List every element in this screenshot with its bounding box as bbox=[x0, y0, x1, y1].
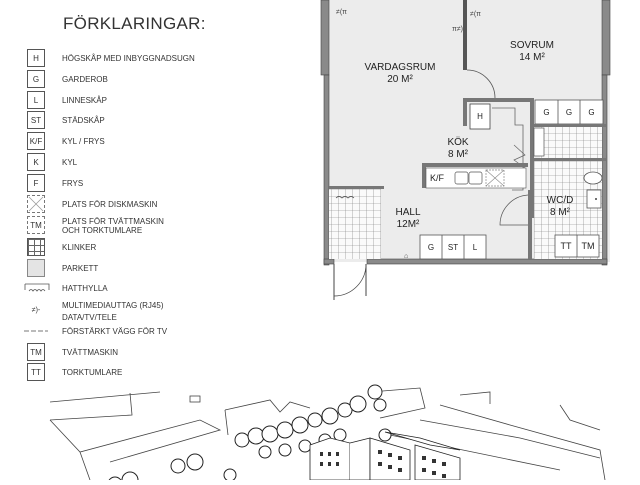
floor-plan: ≠(π ≠(π π≠) ⌂ VARDAGSRUM 20 M² SOVRUM 14… bbox=[310, 0, 630, 300]
legend: FÖRKLARINGAR: H HÖGSKÅP MED INBYGGNADSUG… bbox=[0, 0, 310, 382]
legend-label: TORKTUMLARE bbox=[62, 368, 123, 377]
legend-label: GARDEROB bbox=[62, 75, 108, 84]
legend-item-garderob: G GARDEROB bbox=[27, 69, 108, 89]
svg-text:≠(π: ≠(π bbox=[336, 9, 347, 16]
fixture-g: G bbox=[565, 107, 573, 117]
parquet-icon bbox=[27, 259, 45, 277]
legend-label: FRYS bbox=[62, 179, 84, 188]
legend-label: KLINKER bbox=[62, 243, 97, 252]
svg-text:⌂: ⌂ bbox=[404, 253, 408, 260]
symbol-h: H bbox=[27, 49, 45, 67]
rj45-outlet-icon: ≠)- bbox=[31, 306, 41, 314]
symbol-k: K bbox=[27, 153, 45, 171]
symbol-tm-dashed: TM bbox=[27, 216, 45, 234]
legend-label: FÖRSTÄRKT VÄGG FÖR TV bbox=[62, 327, 168, 336]
legend-item-stadskap: ST STÄDSKÅP bbox=[27, 110, 105, 130]
symbol-tm: TM bbox=[27, 343, 45, 361]
legend-item-hatthylla: HATTHYLLA bbox=[24, 278, 108, 298]
room-kok: KÖK 8 M² bbox=[438, 137, 478, 161]
legend-label-line1: MULTIMEDIAUTTAG (RJ45) bbox=[62, 301, 164, 310]
legend-item-kylfrys: K/F KYL / FRYS bbox=[27, 131, 105, 151]
room-area: 20 M² bbox=[387, 74, 413, 85]
room-name: WC/D bbox=[546, 195, 574, 206]
room-hall: HALL 12M² bbox=[388, 207, 428, 231]
fixture-tt: TT bbox=[560, 241, 572, 251]
tile-grid-icon bbox=[27, 238, 45, 256]
legend-item-torktumlare: TT TORKTUMLARE bbox=[27, 362, 122, 382]
legend-label: PARKETT bbox=[62, 264, 99, 273]
room-name: SOVRUM bbox=[510, 40, 554, 51]
legend-item-klinker: KLINKER bbox=[27, 237, 96, 257]
fixture-g: G bbox=[588, 107, 595, 117]
legend-item-kyl: K KYL bbox=[27, 152, 77, 172]
room-area: 14 M² bbox=[519, 52, 545, 63]
legend-label: PLATS FÖR DISKMASKIN bbox=[62, 200, 158, 209]
legend-label: HATTHYLLA bbox=[62, 284, 108, 293]
legend-label: HÖGSKÅP MED INBYGGNADSUGN bbox=[62, 54, 195, 63]
room-name: KÖK bbox=[447, 137, 469, 148]
room-wcd: WC/D 8 M² bbox=[540, 195, 580, 219]
legend-label: TVÄTTMASKIN bbox=[62, 348, 119, 357]
room-sovrum: SOVRUM 14 M² bbox=[497, 40, 567, 64]
symbol-kf: K/F bbox=[27, 132, 45, 150]
room-name: HALL bbox=[395, 207, 421, 218]
legend-item-frys: F FRYS bbox=[27, 173, 83, 193]
legend-label-line2: DATA/TV/TELE bbox=[62, 313, 117, 322]
legend-label: LINNESKÅP bbox=[62, 96, 107, 105]
legend-item-tvattplats: TM PLATS FÖR TVÄTTMASKIN OCH TORKTUMLARE bbox=[27, 215, 164, 235]
legend-item-multimedia: ≠)- MULTIMEDIAUTTAG (RJ45) DATA/TV/TELE bbox=[27, 300, 164, 322]
fixture-g: G bbox=[543, 107, 550, 117]
symbol-st: ST bbox=[27, 111, 45, 129]
legend-item-tvattmaskin: TM TVÄTTMASKIN bbox=[27, 342, 118, 362]
legend-item-linneskap: L LINNESKÅP bbox=[27, 90, 107, 110]
legend-item-tv-vagg: FÖRSTÄRKT VÄGG FÖR TV bbox=[24, 321, 167, 341]
legend-label-line2: OCH TORKTUMLARE bbox=[62, 226, 143, 235]
symbol-g: G bbox=[27, 70, 45, 88]
fixture-st: ST bbox=[447, 242, 459, 252]
legend-title: FÖRKLARINGAR: bbox=[63, 14, 206, 33]
room-area: 8 M² bbox=[550, 207, 570, 218]
fixture-g: G bbox=[427, 242, 435, 252]
dashed-wall-icon bbox=[24, 322, 48, 340]
dishwasher-cross-icon bbox=[27, 195, 45, 213]
legend-item-diskmaskin: PLATS FÖR DISKMASKIN bbox=[27, 194, 157, 214]
aerial-site-sketch bbox=[40, 380, 610, 485]
fixture-l: L bbox=[472, 242, 478, 252]
legend-label-line1: PLATS FÖR TVÄTTMASKIN bbox=[62, 217, 164, 226]
aerial-drawing bbox=[49, 384, 606, 485]
svg-text:≠(π: ≠(π bbox=[470, 11, 481, 18]
legend-label: KYL bbox=[62, 158, 78, 167]
room-area: 12M² bbox=[396, 219, 420, 230]
fixture-kf: K/F bbox=[429, 173, 444, 183]
legend-label: KYL / FRYS bbox=[62, 137, 105, 146]
room-area: 8 M² bbox=[448, 149, 468, 160]
fixture-h: H bbox=[477, 112, 483, 121]
fixture-tm: TM bbox=[581, 241, 595, 251]
symbol-f: F bbox=[27, 174, 45, 192]
legend-item-parkett: PARKETT bbox=[27, 258, 98, 278]
room-vardagsrum: VARDAGSRUM 20 M² bbox=[355, 62, 445, 86]
svg-text:π≠): π≠) bbox=[452, 26, 463, 33]
symbol-l: L bbox=[27, 91, 45, 109]
legend-label: STÄDSKÅP bbox=[62, 116, 105, 125]
legend-label: PLATS FÖR TVÄTTMASKIN OCH TORKTUMLARE bbox=[62, 217, 164, 235]
legend-item-hogskap: H HÖGSKÅP MED INBYGGNADSUGN bbox=[27, 48, 195, 68]
room-name: VARDAGSRUM bbox=[364, 62, 436, 73]
symbol-tt: TT bbox=[27, 363, 45, 381]
hat-shelf-icon bbox=[24, 279, 50, 297]
legend-label: MULTIMEDIAUTTAG (RJ45) DATA/TV/TELE bbox=[62, 301, 163, 322]
floor-plan-drawing: ≠(π ≠(π π≠) ⌂ bbox=[320, 0, 611, 300]
